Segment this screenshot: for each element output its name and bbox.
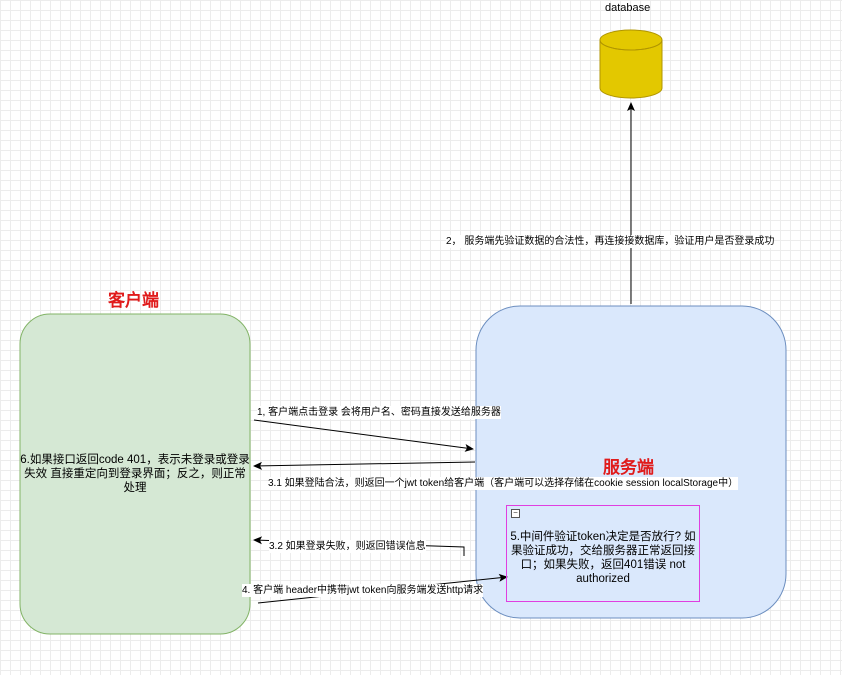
client-note: 6.如果接口返回code 401，表示未登录或登录失效 直接重定向到登录界面；反… bbox=[20, 454, 250, 494]
client-title: 客户端 bbox=[108, 291, 159, 310]
label-step3-2: 3.2 如果登录失败，则返回错误信息 bbox=[269, 540, 426, 553]
database-cylinder[interactable] bbox=[599, 29, 663, 99]
client-box[interactable] bbox=[19, 313, 251, 635]
label-step1: 1, 客户端点击登录 会将用户名、密码直接发送给服务器 bbox=[257, 406, 501, 419]
middleware-box[interactable]: − 5.中间件验证token决定是否放行? 如果验证成功，交给服务器正常返回接口… bbox=[506, 505, 700, 602]
label-step3-1: 3.1 如果登陆合法，则返回一个jwt token给客户端（客户端可以选择存储在… bbox=[268, 477, 739, 490]
server-title: 服务端 bbox=[603, 458, 654, 477]
arrow-step3-1[interactable] bbox=[253, 461, 476, 470]
label-step4: 4. 客户端 header中携带jwt token向服务端发送http请求 bbox=[242, 584, 484, 597]
database-label: database bbox=[605, 2, 651, 14]
server-box[interactable] bbox=[475, 305, 787, 619]
collapse-toggle-icon[interactable]: − bbox=[511, 509, 520, 518]
middleware-note: 5.中间件验证token决定是否放行? 如果验证成功，交给服务器正常返回接口；如… bbox=[510, 531, 696, 585]
arrow-step1[interactable] bbox=[253, 419, 474, 452]
label-step2: 2， 服务端先验证数据的合法性，再连接接数据库，验证用户是否登录成功 bbox=[446, 235, 775, 248]
